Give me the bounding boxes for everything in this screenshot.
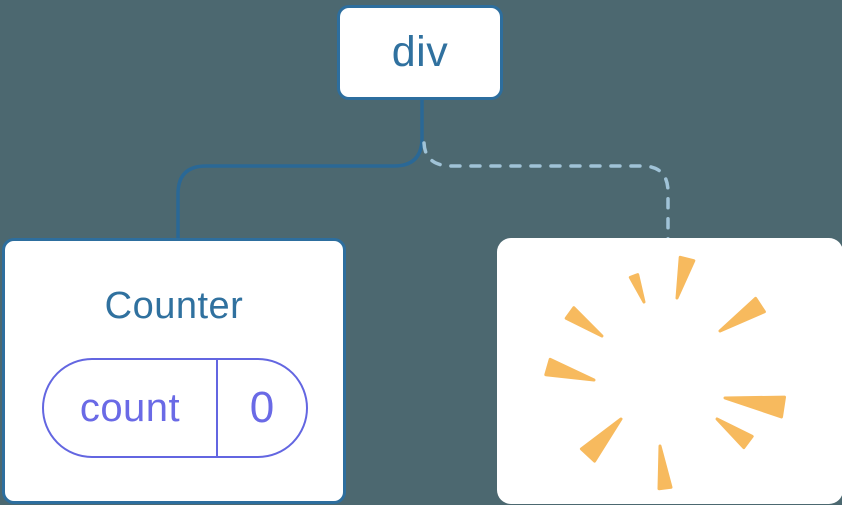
state-pill: count 0 bbox=[42, 358, 308, 458]
sparkle-ray bbox=[564, 306, 604, 338]
root-node-label: div bbox=[391, 28, 449, 76]
removed-node bbox=[497, 238, 842, 504]
counter-node: Counter count 0 bbox=[2, 238, 346, 504]
sparkle-ray bbox=[628, 273, 646, 304]
edge-dashed-div-to-removed bbox=[422, 141, 670, 242]
sparkle-ray bbox=[544, 357, 596, 382]
edge-solid-div-to-counter bbox=[176, 96, 424, 242]
sparkle-ray bbox=[715, 417, 754, 450]
sparkle-ray bbox=[675, 255, 696, 300]
sparkle-ray bbox=[579, 417, 623, 463]
root-node-div: div bbox=[337, 5, 503, 100]
sparkle-ray bbox=[723, 395, 786, 419]
sparkle-ray bbox=[657, 444, 673, 491]
sparkle-ray bbox=[718, 296, 766, 333]
state-pill-value: 0 bbox=[249, 383, 275, 432]
counter-node-title: Counter bbox=[104, 285, 244, 327]
poof-sparkle-icon bbox=[544, 255, 786, 491]
state-pill-key: count bbox=[44, 360, 218, 456]
